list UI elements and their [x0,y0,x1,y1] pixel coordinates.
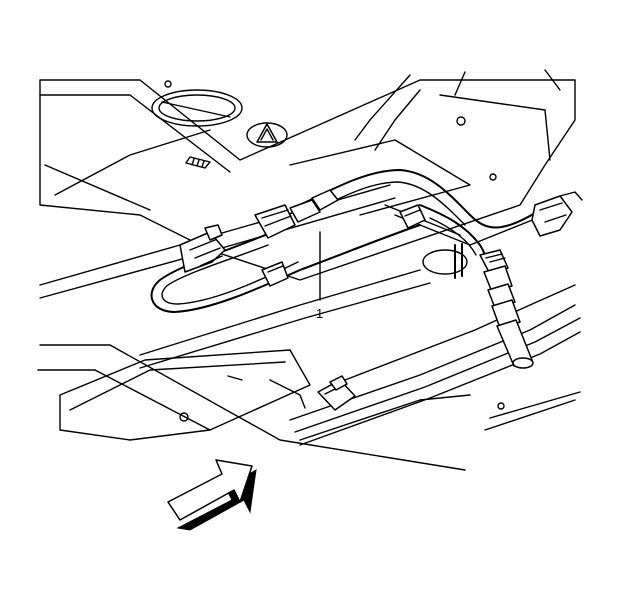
lower-floor-pan [37,344,581,471]
oxygen-sensor [479,249,534,369]
frame-bracket-right [531,191,583,237]
upper-floor-pan [39,69,576,281]
ribbed-tab [185,156,211,169]
harness-clip-mid [261,261,289,287]
triangle-marker-icon [246,122,288,148]
front-of-vehicle-arrow-icon [167,459,257,531]
harness-clip-left [179,224,226,273]
harness-clip-right [399,204,426,229]
exhaust-hanger [422,243,468,279]
pan-holes [164,80,505,422]
oval-access-plug [151,89,243,127]
brake-line-clip [317,375,356,411]
callout-label: 1 [316,306,323,321]
oxygen-sensor-connector [254,189,339,239]
